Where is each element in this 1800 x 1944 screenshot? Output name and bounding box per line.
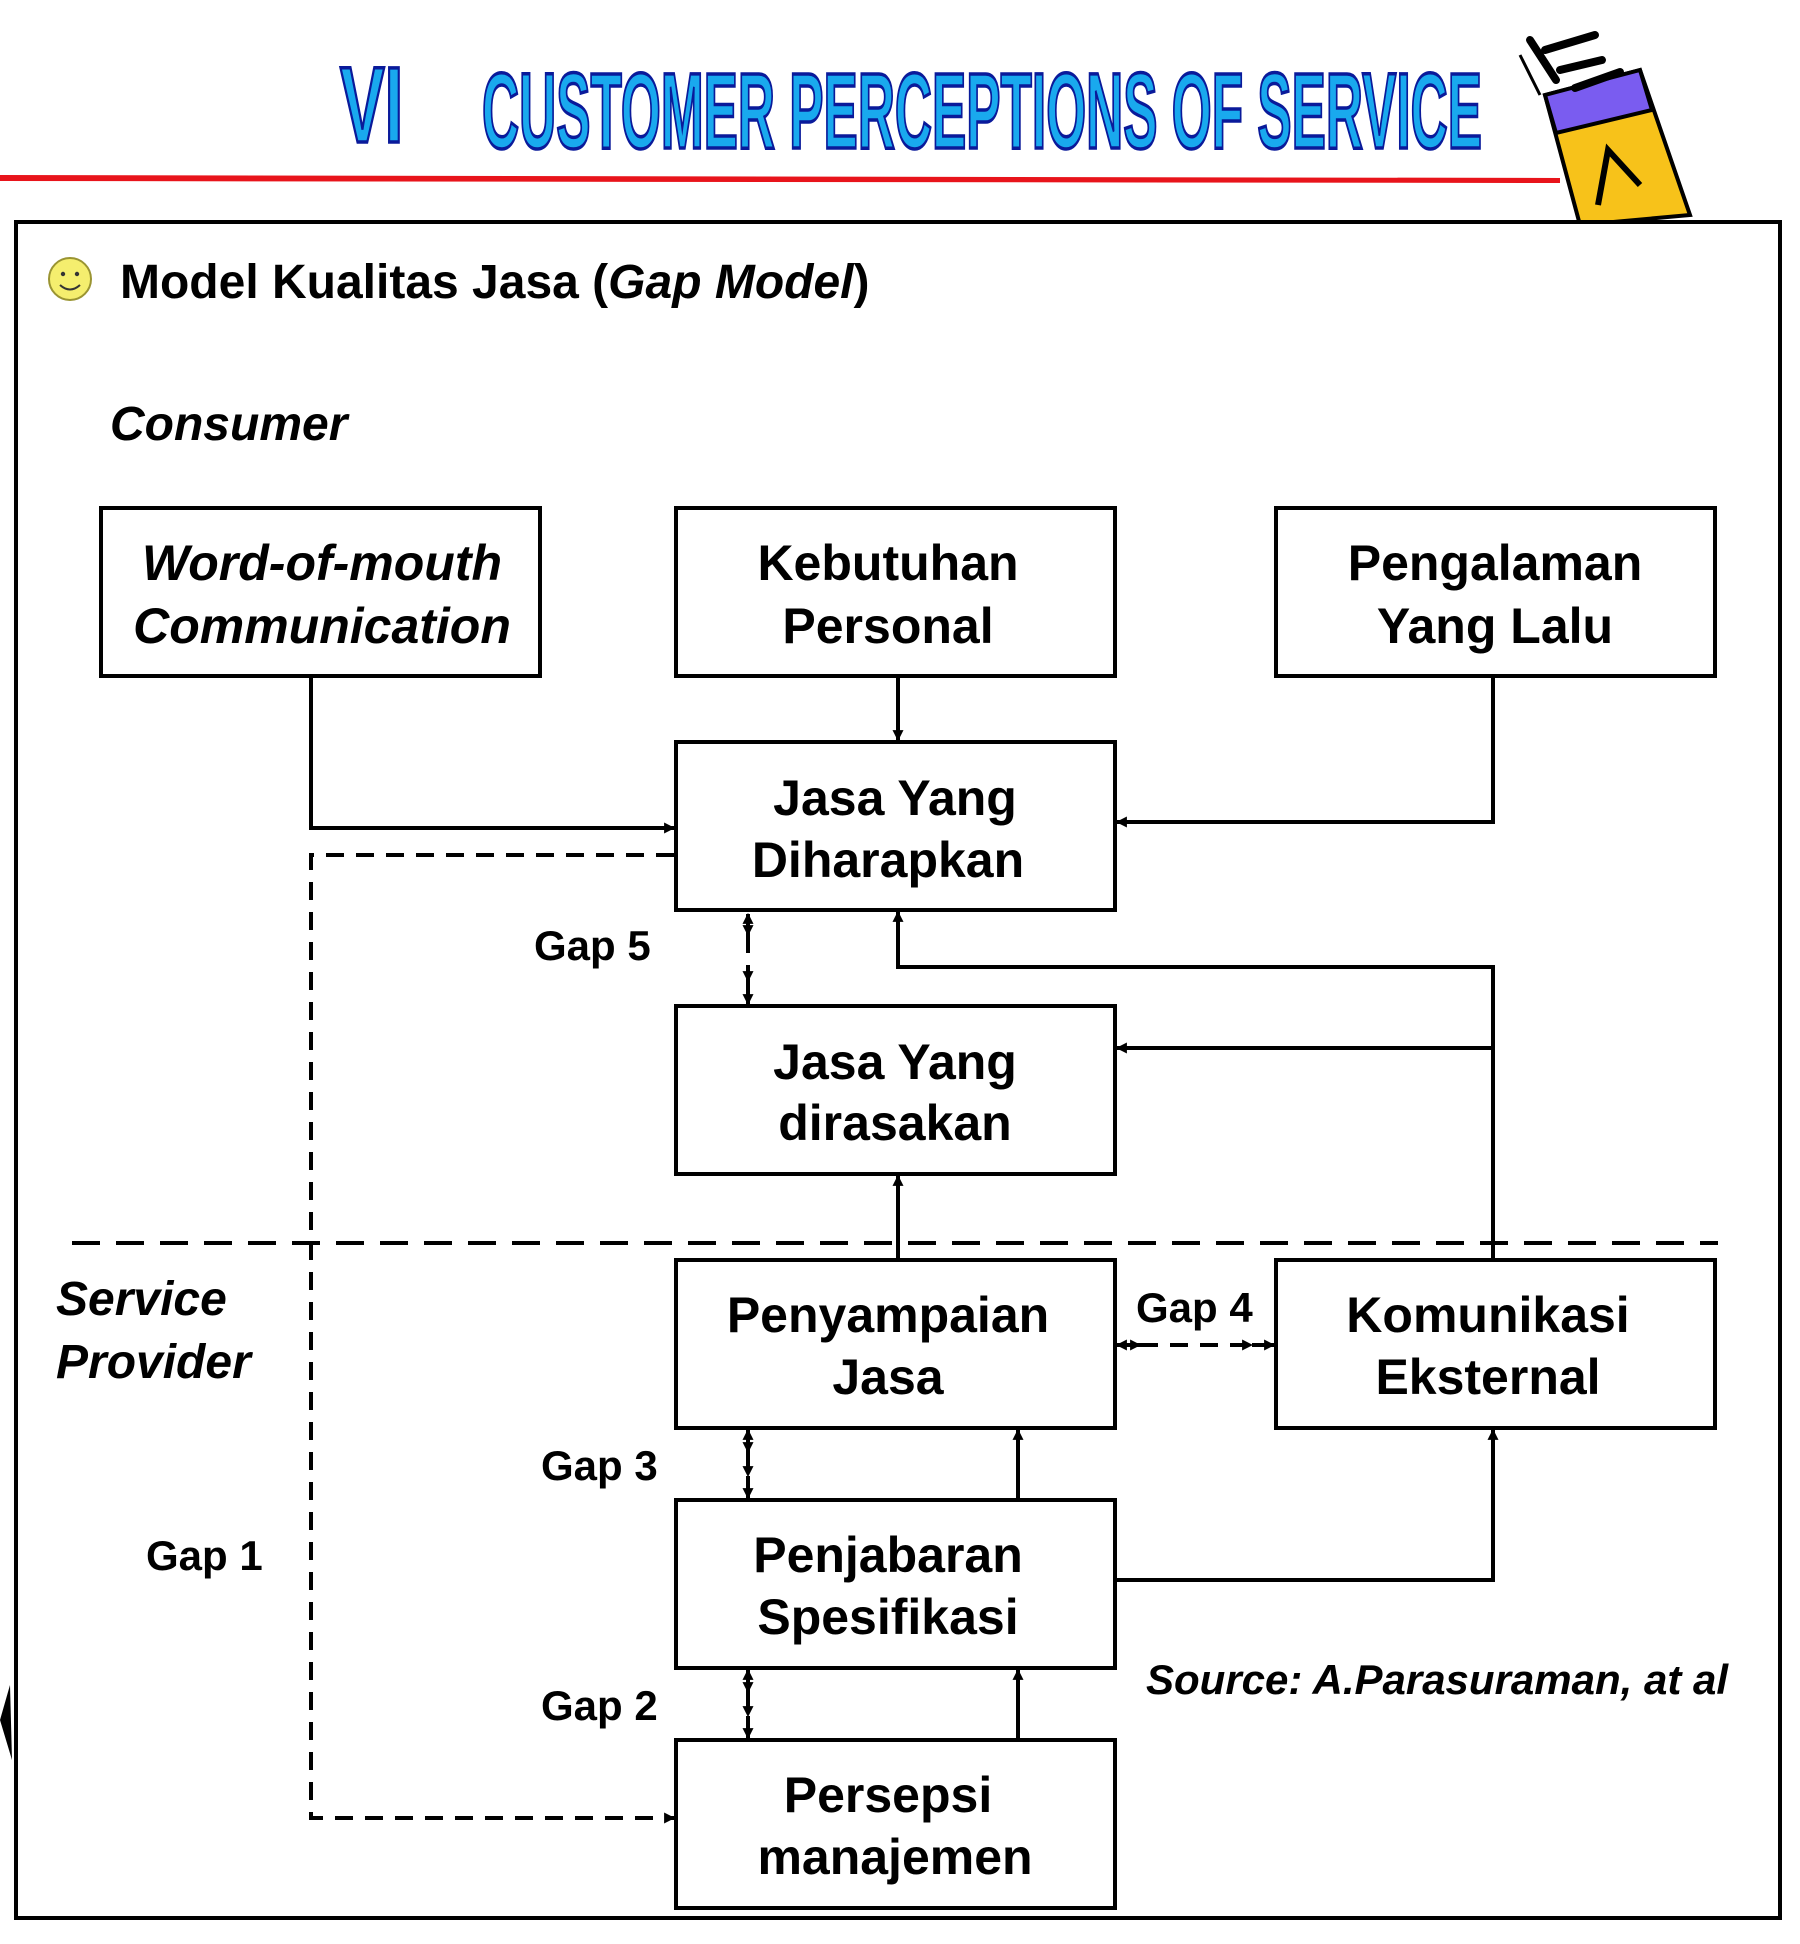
box-word-of-mouth-line2: Communication (133, 598, 511, 654)
box-penyampaian-line2: Jasa (832, 1349, 944, 1405)
box-penyampaian-jasa: Penyampaian Jasa (674, 1258, 1117, 1430)
box-komunikasi-line2: Eksternal (1375, 1349, 1600, 1405)
header-rule (0, 175, 1560, 183)
box-word-of-mouth: Word-of-mouth Communication (99, 506, 542, 678)
box-dirasakan-line1: Jasa Yang (773, 1034, 1017, 1090)
box-persepsi-line1: Persepsi (784, 1767, 992, 1823)
box-pengalaman: Pengalaman Yang Lalu (1274, 506, 1717, 678)
slide-title: VI CUSTOMER PERCEPTIONS OF SERVICE (339, 44, 1484, 172)
arrow-spec-to-external (1115, 1428, 1499, 1582)
heading-italic: Gap Model (608, 256, 855, 309)
box-penjabaran-spesifikasi: Penjabaran Spesifikasi (674, 1498, 1117, 1670)
gap1-label: Gap 1 (146, 1532, 263, 1579)
box-persepsi-manajemen: Persepsi manajemen (674, 1738, 1117, 1910)
edge-mark (0, 1685, 12, 1760)
box-diharapkan-line2: Diharapkan (752, 832, 1024, 888)
box-persepsi-line2: manajemen (757, 1829, 1032, 1885)
box-penjabaran-line1: Penjabaran (753, 1527, 1023, 1583)
connectors (309, 676, 1499, 1738)
heading-suffix: ) (854, 256, 870, 309)
box-pengalaman-line2: Yang Lalu (1377, 598, 1613, 654)
title-text: CUSTOMER PERCEPTIONS OF SERVICE (482, 50, 1482, 171)
box-penjabaran-line2: Spesifikasi (757, 1589, 1018, 1645)
box-kebutuhan-line1: Kebutuhan (757, 535, 1018, 591)
gap5-label: Gap 5 (534, 922, 651, 969)
box-kebutuhan-personal: Kebutuhan Personal (674, 506, 1117, 678)
box-dirasakan-line2: dirasakan (778, 1095, 1011, 1151)
pencil-icon (1518, 31, 1693, 228)
smiley-icon (48, 257, 92, 301)
box-komunikasi-line1: Komunikasi (1346, 1287, 1629, 1343)
gap-connectors (309, 853, 1254, 1824)
arrow-external-to-expected (892, 910, 1495, 1258)
box-jasa-dirasakan: Jasa Yang dirasakan (674, 1004, 1117, 1176)
provider-label-line1: Service (56, 1273, 227, 1326)
provider-label-line2: Provider (56, 1336, 253, 1389)
section-number: VI (340, 46, 403, 166)
gap3-label: Gap 3 (541, 1442, 658, 1489)
source-credit: Source: A.Parasuraman, at al (1146, 1656, 1729, 1703)
box-kebutuhan-line2: Personal (782, 598, 993, 654)
heading-prefix: Model Kualitas Jasa ( (120, 256, 608, 309)
gap2-label: Gap 2 (541, 1682, 658, 1729)
box-penyampaian-line1: Penyampaian (727, 1287, 1049, 1343)
consumer-label: Consumer (110, 398, 350, 451)
box-pengalaman-line1: Pengalaman (1348, 535, 1643, 591)
arrow-experience-to-expected (1115, 676, 1495, 828)
box-diharapkan-line1: Jasa Yang (773, 770, 1017, 826)
gap4-label: Gap 4 (1136, 1284, 1253, 1331)
gap1-line (309, 853, 676, 1824)
box-word-of-mouth-line1: Word-of-mouth (142, 535, 502, 591)
diagram-heading: Model Kualitas Jasa (Gap Model) (120, 256, 869, 309)
box-komunikasi-eksternal: Komunikasi Eksternal (1274, 1258, 1717, 1430)
arrow-wom-to-expected (309, 676, 676, 834)
box-jasa-diharapkan: Jasa Yang Diharapkan (674, 740, 1117, 912)
gap-arrow-stubs (742, 912, 1276, 1740)
